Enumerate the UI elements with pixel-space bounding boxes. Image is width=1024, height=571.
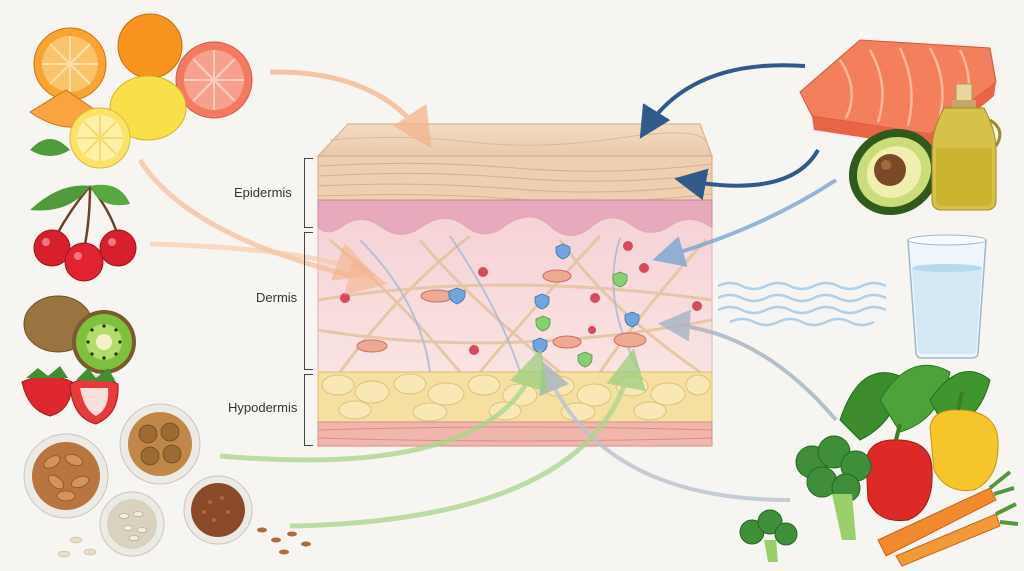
citrus-fruits — [30, 14, 252, 168]
cherries — [30, 185, 136, 281]
vegetables — [740, 365, 1018, 566]
kiwi-strawberries — [22, 296, 136, 424]
epidermis-bracket — [304, 158, 313, 228]
dermis-label: Dermis — [256, 290, 297, 305]
hypodermis-layer — [318, 372, 712, 446]
hypodermis-bracket — [304, 374, 313, 446]
dermis-layer — [318, 217, 712, 372]
hypodermis-label: Hypodermis — [228, 400, 297, 415]
epidermis-label: Epidermis — [234, 185, 292, 200]
glass-of-water — [908, 235, 986, 358]
dermis-bracket — [304, 232, 313, 370]
water-waves — [718, 283, 886, 325]
nuts-and-seeds — [24, 404, 311, 557]
